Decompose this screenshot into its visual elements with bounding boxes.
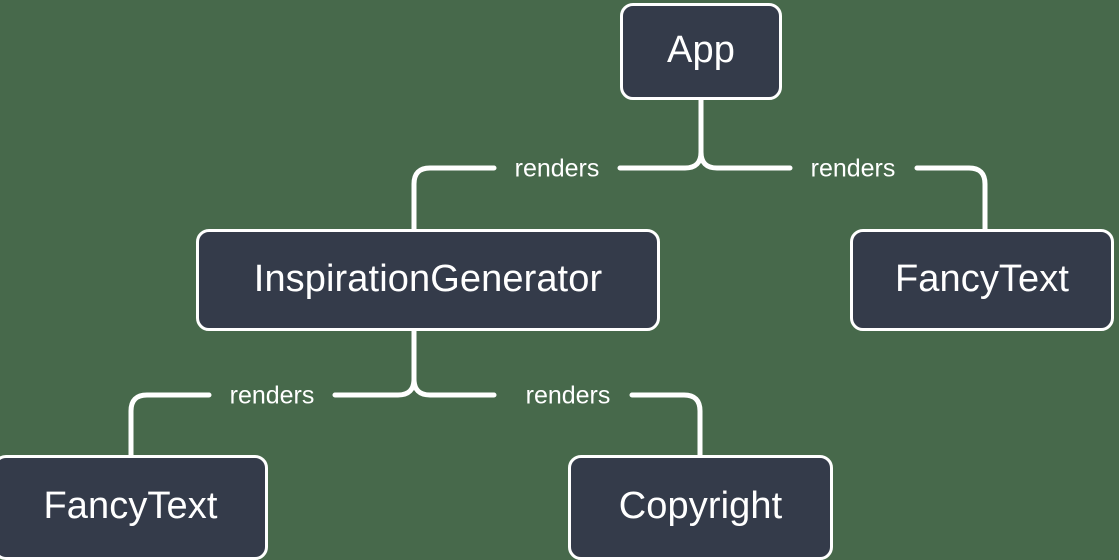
edge-app-to-fancytext	[698, 149, 988, 232]
node-fancytext-right-label: FancyText	[894, 257, 1070, 300]
node-inspiration-generator-label: InspirationGenerator	[253, 257, 603, 300]
edge-label-app-to-inspiration-generator: renders	[514, 154, 600, 183]
node-fancytext-bottom[interactable]: FancyText	[0, 455, 268, 560]
edge-label-inspiration-generator-to-copyright: renders	[525, 381, 611, 410]
node-fancytext-bottom-label: FancyText	[43, 485, 218, 527]
node-inspiration-generator[interactable]: InspirationGenerator	[196, 229, 660, 331]
node-copyright-label: Copyright	[618, 485, 783, 527]
edge-inspiration-to-copyright	[411, 376, 703, 458]
node-copyright[interactable]: Copyright	[568, 455, 833, 560]
edge-label-inspiration-generator-to-fancytext: renders	[229, 381, 315, 410]
node-fancytext-right[interactable]: FancyText	[850, 229, 1114, 331]
node-app-label: App	[667, 29, 735, 71]
edge-label-app-to-fancytext: renders	[810, 154, 896, 183]
node-app[interactable]: App	[620, 3, 782, 100]
